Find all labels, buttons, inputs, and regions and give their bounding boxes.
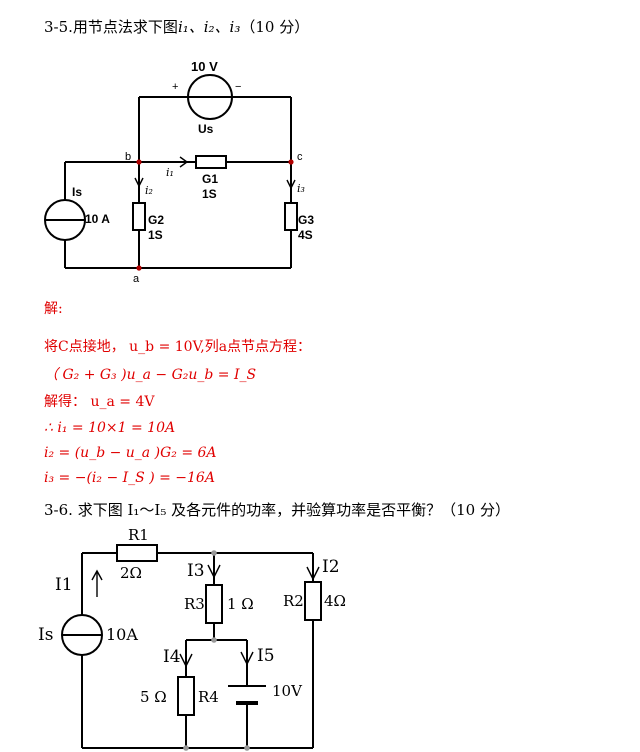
label-I5: I5 bbox=[257, 646, 275, 666]
label-r4-name: R4 bbox=[198, 688, 219, 706]
label-g3-name: G3 bbox=[298, 213, 315, 227]
label-I3: I3 bbox=[187, 561, 205, 581]
resistor-g3 bbox=[284, 202, 298, 231]
node-c-dot bbox=[288, 159, 294, 165]
node-b-dot bbox=[136, 159, 142, 165]
label-r4-value: 5 Ω bbox=[140, 688, 167, 706]
resistor-r4 bbox=[177, 676, 195, 716]
label-r1-name: R1 bbox=[128, 526, 149, 544]
label-g2-value: 1S bbox=[148, 228, 163, 242]
arrow-I3-head bbox=[207, 564, 221, 579]
arrow-i1-head bbox=[179, 156, 189, 168]
arrow-I2-head bbox=[306, 566, 320, 581]
resistor-g1 bbox=[195, 155, 227, 169]
label-node-c: c bbox=[297, 151, 303, 163]
label-r3-name: R3 bbox=[184, 595, 205, 613]
problem-3-5-title-text: 3-5.用节点法求下图 bbox=[44, 18, 178, 36]
label-battery-value: 10V bbox=[272, 682, 302, 700]
label-is-name-2: Is bbox=[38, 625, 54, 645]
arrow-I1-head bbox=[91, 569, 103, 581]
label-is-value: 10 A bbox=[85, 212, 110, 226]
label-i1: i₁ bbox=[166, 166, 174, 179]
solution-line-4: ∴ i₁ = 10×1 = 10A bbox=[44, 420, 176, 436]
arrow-I5-head bbox=[240, 651, 254, 666]
junction-dot bbox=[211, 637, 217, 643]
solution-line-3: 解得： u_a = 4V bbox=[44, 394, 155, 410]
label-node-a: a bbox=[133, 273, 140, 285]
solution-label: 解: bbox=[44, 301, 63, 317]
arrow-I4-head bbox=[179, 653, 193, 668]
label-r2-name: R2 bbox=[283, 592, 304, 610]
solution-line-5: i₂ = (u_b − u_a )G₂ = 6A bbox=[44, 445, 217, 461]
label-source-value: 10 V bbox=[191, 59, 218, 74]
resistor-r3 bbox=[205, 584, 223, 624]
label-r2-value: 4Ω bbox=[324, 592, 346, 610]
label-r3-value: 1 Ω bbox=[227, 595, 254, 613]
problem-3-6-title: 3-6. 求下图 I₁～I₅ 及各元件的功率，并验算功率是否平衡？（10 分） bbox=[44, 501, 510, 519]
label-i2: i₂ bbox=[145, 184, 153, 197]
label-plus: + bbox=[172, 81, 179, 93]
label-I1: I1 bbox=[55, 575, 73, 595]
problem-3-5-title: 3-5.用节点法求下图i₁、i₂、i₃（10 分） bbox=[44, 20, 309, 35]
label-i3: i₃ bbox=[297, 182, 305, 195]
label-g1-name: G1 bbox=[202, 172, 219, 186]
label-minus: − bbox=[235, 81, 242, 93]
solution-line-1: 将C点接地， u_b = 10V,列a点节点方程： bbox=[44, 339, 312, 355]
problem-3-5-title-vars: i₁、i₂、i₃ bbox=[177, 18, 241, 36]
label-source-name: Us bbox=[198, 122, 214, 136]
arrow-i3-head bbox=[286, 179, 296, 190]
label-g1-value: 1S bbox=[202, 187, 217, 201]
problem-3-5-title-score: （10 分） bbox=[240, 18, 310, 36]
label-I4: I4 bbox=[163, 647, 181, 667]
resistor-r2 bbox=[304, 581, 322, 621]
label-node-b: b bbox=[125, 151, 132, 163]
label-I2: I2 bbox=[322, 557, 340, 577]
node-a-dot bbox=[136, 265, 142, 271]
junction-dot bbox=[183, 745, 189, 751]
resistor-g2 bbox=[132, 202, 146, 231]
arrow-i2-head bbox=[134, 177, 144, 188]
label-r1-value: 2Ω bbox=[120, 564, 142, 582]
label-g3-value: 4S bbox=[298, 228, 313, 242]
label-is-name: Is bbox=[72, 185, 83, 199]
label-is-value-2: 10A bbox=[106, 625, 138, 644]
solution-line-2: （ G₂ + G₃ )u_a − G₂u_b = I_S bbox=[44, 367, 257, 383]
resistor-r1 bbox=[116, 544, 158, 562]
junction-dot bbox=[244, 745, 250, 751]
junction-dot bbox=[211, 550, 217, 556]
label-g2-name: G2 bbox=[148, 213, 165, 227]
solution-line-6: i₃ = −(i₂ − I_S ) = −16A bbox=[44, 470, 215, 486]
